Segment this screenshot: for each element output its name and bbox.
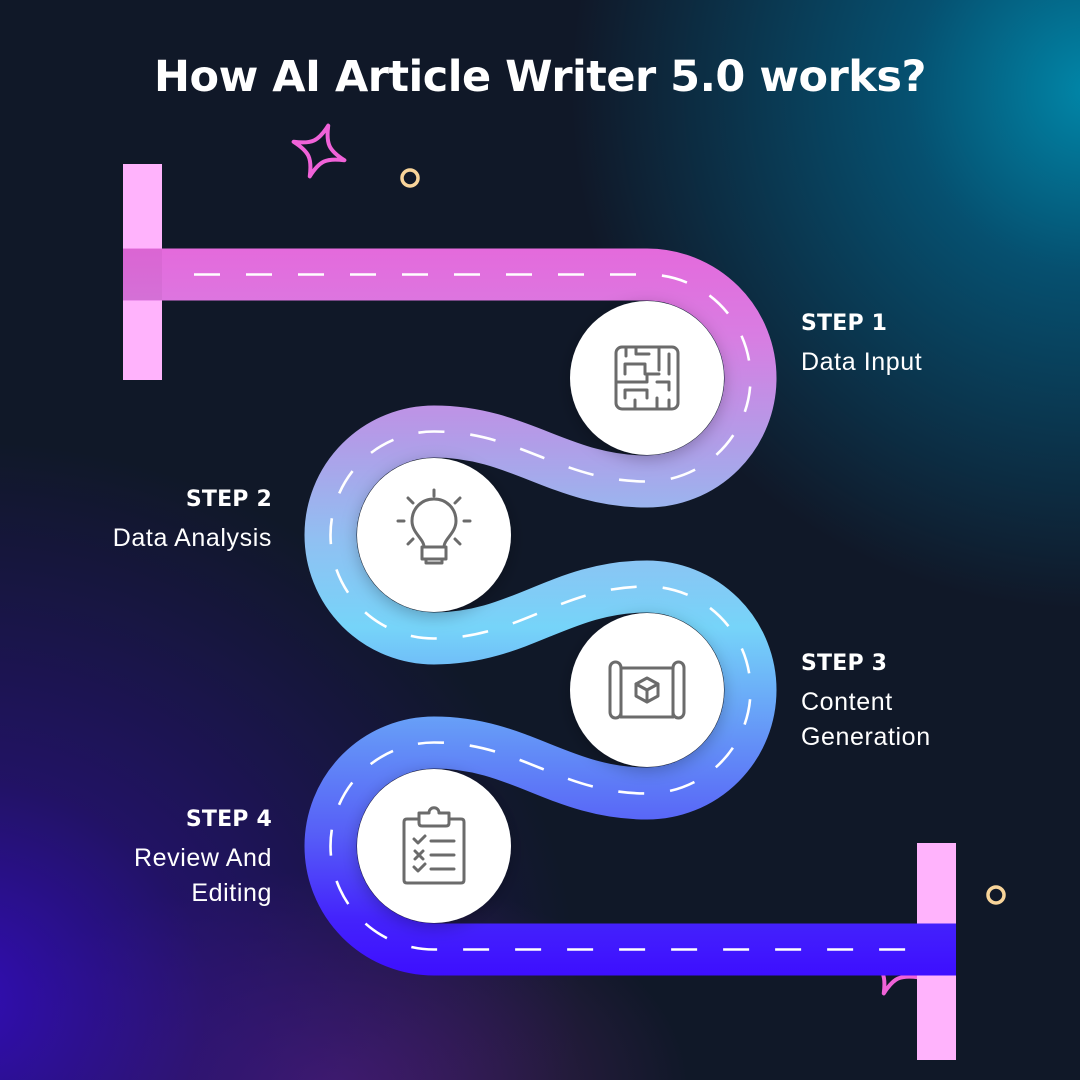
- step-1-number: STEP 1: [801, 311, 888, 336]
- step-2-title-line-1: Data Analysis: [112, 524, 272, 552]
- maze-icon: [614, 345, 680, 411]
- step-3-title-line-2: Generation: [801, 723, 931, 751]
- step-1-label: STEP 1 Data Input: [801, 309, 922, 380]
- step-2-label: STEP 2 Data Analysis: [113, 485, 272, 556]
- sparkle-star-top-icon: [291, 123, 347, 179]
- blueprint-cube-icon: [608, 660, 686, 720]
- step-1-title-line-1: Data Input: [801, 348, 923, 376]
- step-4-label: STEP 4 Review And Editing: [134, 805, 272, 911]
- step-4-title-line-2: Editing: [191, 879, 272, 907]
- ring-top-icon: [400, 168, 420, 188]
- step-4-circle: [357, 769, 511, 923]
- ring-bottom-icon: [986, 885, 1006, 905]
- step-3-number: STEP 3: [801, 651, 888, 676]
- step-2-title: Data Analysis: [113, 521, 272, 556]
- step-3-title: Content Generation: [801, 685, 931, 755]
- page-title: How AI Article Writer 5.0 works?: [154, 52, 926, 102]
- clipboard-checklist-icon: [402, 806, 466, 885]
- step-2-circle: [357, 458, 511, 612]
- step-3-title-line-1: Content: [801, 688, 893, 716]
- lightbulb-icon: [396, 488, 472, 565]
- step-4-number: STEP 4: [185, 807, 272, 832]
- step-1-title: Data Input: [801, 345, 922, 380]
- step-4-title-line-1: Review And: [133, 844, 272, 872]
- road: [123, 248, 956, 976]
- step-3-label: STEP 3 Content Generation: [801, 649, 931, 755]
- road-center-dashes: [194, 273, 920, 951]
- step-2-number: STEP 2: [185, 487, 272, 512]
- step-4-title: Review And Editing: [134, 841, 272, 911]
